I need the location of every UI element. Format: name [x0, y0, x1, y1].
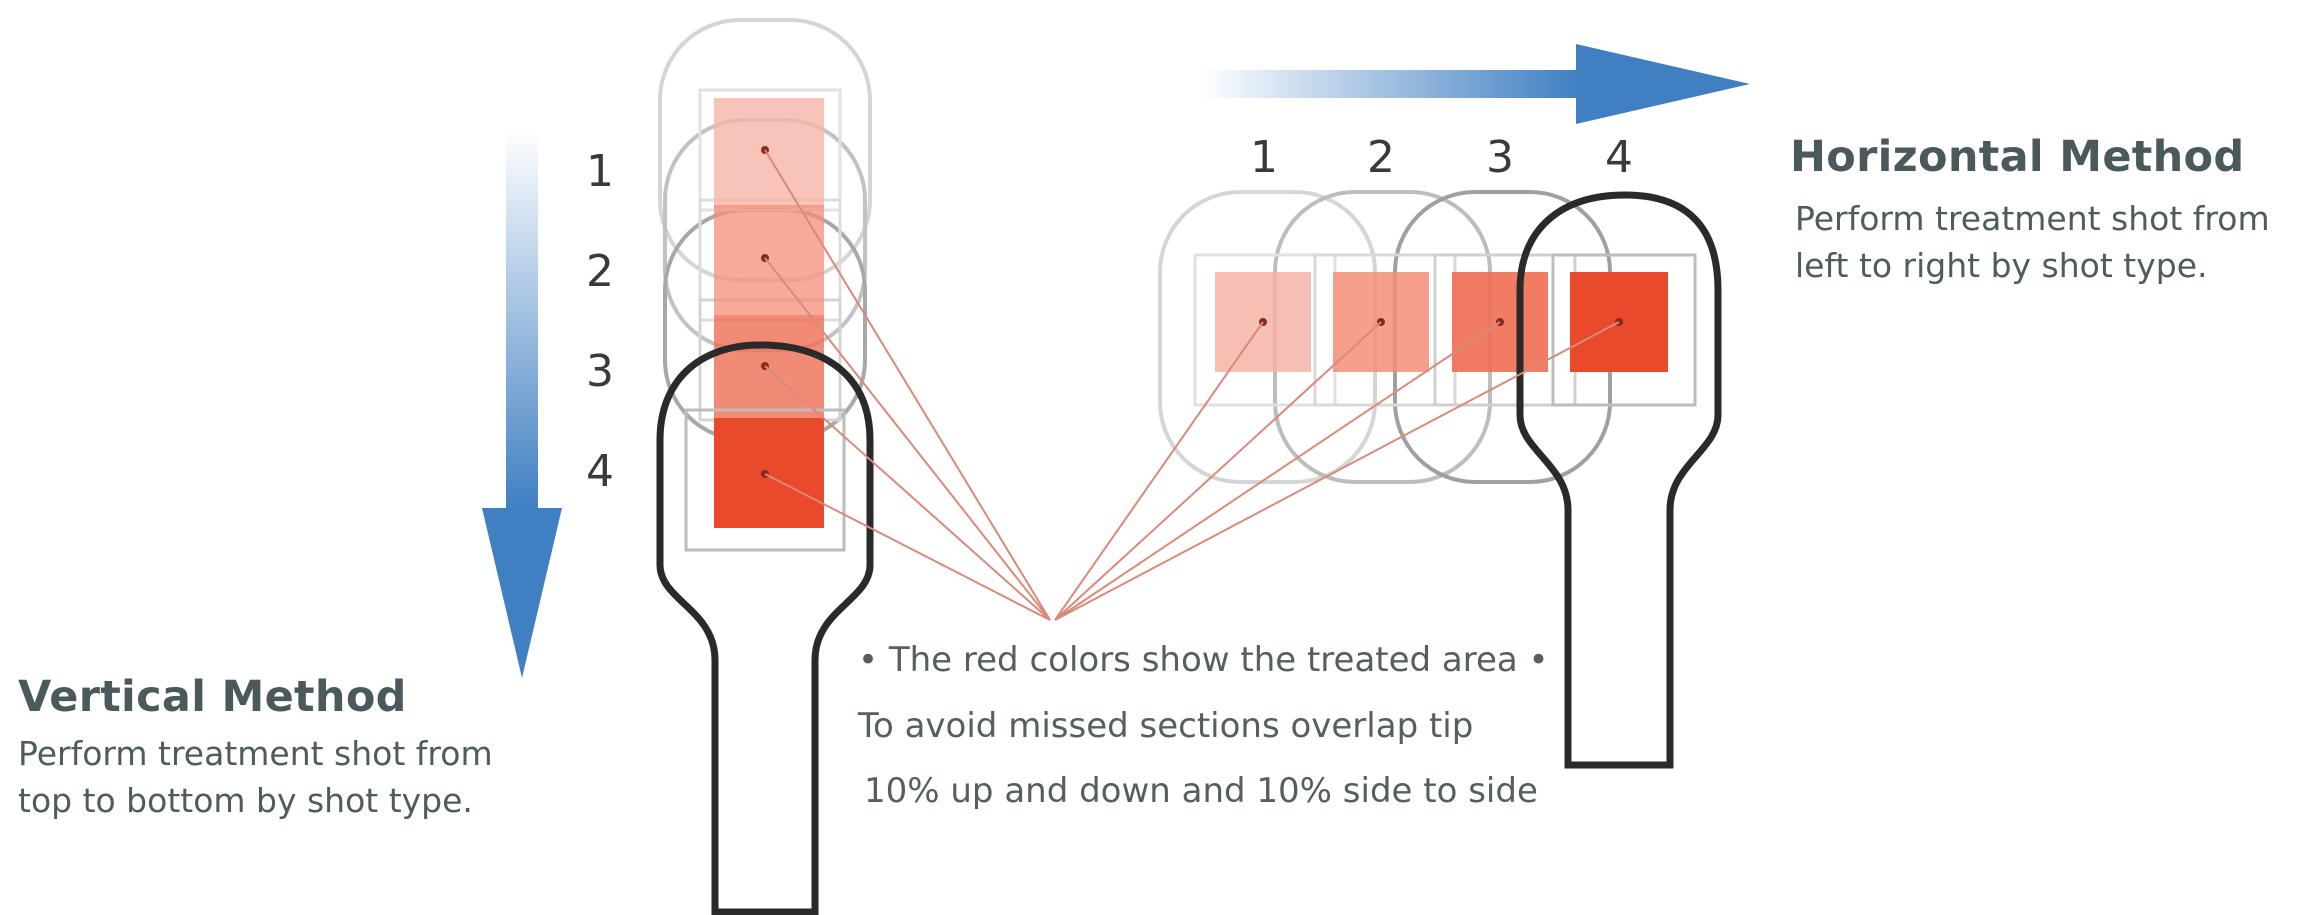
vertical-desc-line-1: Perform treatment shot from [18, 734, 493, 773]
callout-lines [764, 149, 1620, 621]
horizontal-method-title: Horizontal Method [1790, 132, 2245, 182]
vertical-method-description: Perform treatment shot from top to botto… [18, 730, 493, 824]
horizontal-step-labels: 1 2 3 4 [1250, 132, 1633, 183]
horizontal-desc-line-1: Perform treatment shot from [1795, 199, 2270, 238]
vertical-step-3: 3 [586, 346, 614, 397]
vertical-step-1: 1 [586, 146, 614, 197]
horizontal-step-4: 4 [1605, 132, 1633, 183]
horizontal-method-description: Perform treatment shot from left to righ… [1795, 195, 2270, 289]
note-treated-area: • The red colors show the treated area • [858, 640, 1549, 680]
down-arrow-icon [482, 130, 562, 678]
handpiece-vertical-icon [656, 18, 874, 915]
horizontal-step-2: 2 [1367, 132, 1395, 183]
horizontal-step-3: 3 [1486, 132, 1514, 183]
right-arrow-icon [1200, 44, 1750, 124]
vertical-step-4: 4 [586, 446, 614, 497]
note-overlap-percent: 10% up and down and 10% side to side [864, 771, 1538, 811]
horizontal-desc-line-2: left to right by shot type. [1795, 246, 2208, 285]
vertical-desc-line-2: top to bottom by shot type. [18, 781, 473, 820]
note-overlap-tip: To avoid missed sections overlap tip [858, 706, 1474, 746]
vertical-method-title: Vertical Method [18, 672, 407, 722]
vertical-step-labels: 1 2 3 4 [586, 146, 614, 497]
vertical-step-2: 2 [586, 246, 614, 297]
horizontal-step-1: 1 [1250, 132, 1278, 183]
